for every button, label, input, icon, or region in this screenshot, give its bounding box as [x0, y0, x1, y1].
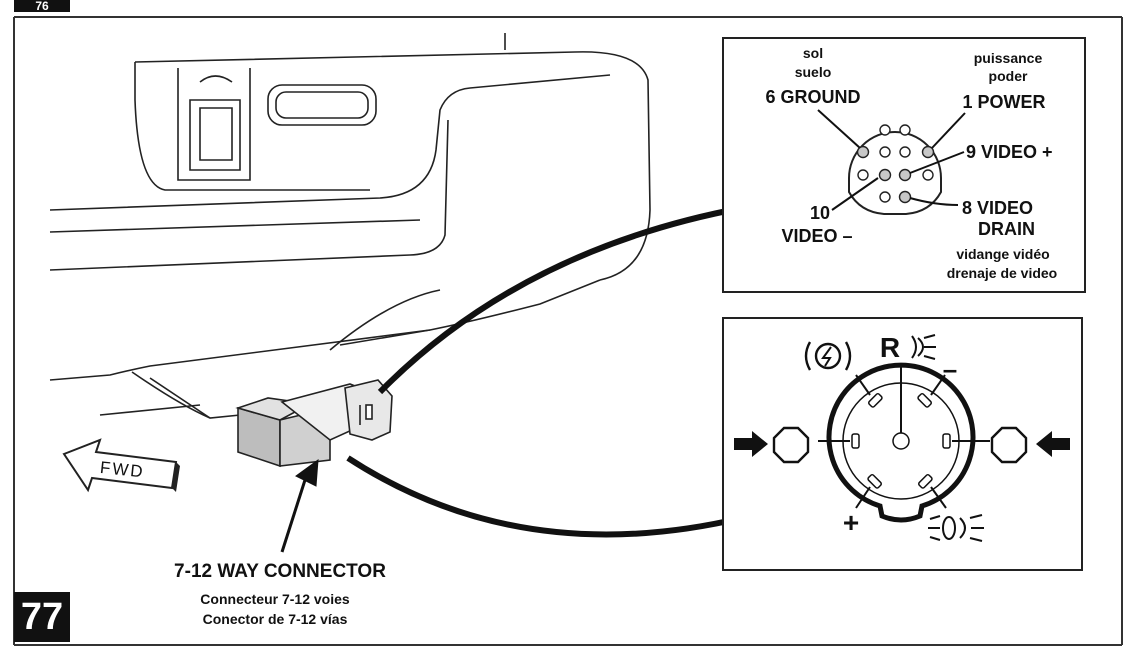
page-frame: [13, 16, 1123, 646]
drain-fr: vidange vidéo: [956, 246, 1049, 262]
round-connector-panel: R – +: [722, 317, 1083, 571]
video-drain-label-2: DRAIN: [978, 219, 1035, 239]
pin-connector-face: [848, 131, 942, 215]
video-drain-label-1: 8 VIDEO: [962, 198, 1033, 218]
ground-es: suelo: [795, 64, 832, 80]
callout-arrow-upper: [377, 186, 770, 395]
connector-title: 7-12 WAY CONNECTOR: [174, 561, 386, 582]
video-minus-label: VIDEO –: [781, 226, 852, 246]
minus-sign: –: [943, 354, 957, 384]
tail-light-icon: [928, 514, 984, 542]
drain-es: drenaje de video: [947, 265, 1057, 281]
round-connector-slots: [851, 393, 951, 489]
connector-pointer-arrow: [280, 458, 319, 553]
plus-sign: +: [843, 507, 859, 538]
center-pin: [892, 432, 910, 450]
ground-label: 6 GROUND: [765, 87, 860, 107]
video-minus-number: 10: [810, 203, 830, 223]
stop-sign-icon-left: [772, 426, 810, 464]
vehicle-rear-illustration: [49, 33, 651, 419]
arrow-icon-left: [734, 431, 768, 457]
reverse-letter: R: [880, 332, 900, 363]
fwd-label: FWD: [99, 458, 145, 482]
round-connector-leaders: [818, 363, 990, 509]
callout-arrow-lower: [346, 455, 770, 544]
arrow-icon-right: [1036, 431, 1070, 457]
reverse-light-icon: [911, 334, 936, 360]
pin-leader-lines: [817, 109, 966, 211]
connector-spanish: Conector de 7-12 vías: [203, 611, 348, 627]
brake-icon: [804, 341, 852, 371]
previous-step-badge: 76: [14, 0, 70, 12]
step-number-badge: 77: [14, 592, 70, 642]
connector-french: Connecteur 7-12 voies: [200, 591, 350, 607]
stop-sign-icon-right: [990, 426, 1028, 464]
forward-arrow: FWD: [62, 438, 180, 493]
connector-housing: [235, 379, 393, 468]
ground-fr: sol: [803, 45, 823, 61]
power-label: 1 POWER: [962, 92, 1045, 112]
pin-holes: [856, 124, 935, 204]
power-fr: puissance: [974, 50, 1043, 66]
pin-diagram-panel: sol suelo 6 GROUND puissance poder 1 POW…: [722, 37, 1086, 293]
video-plus-label: 9 VIDEO +: [966, 142, 1053, 162]
power-es: poder: [989, 68, 1028, 84]
